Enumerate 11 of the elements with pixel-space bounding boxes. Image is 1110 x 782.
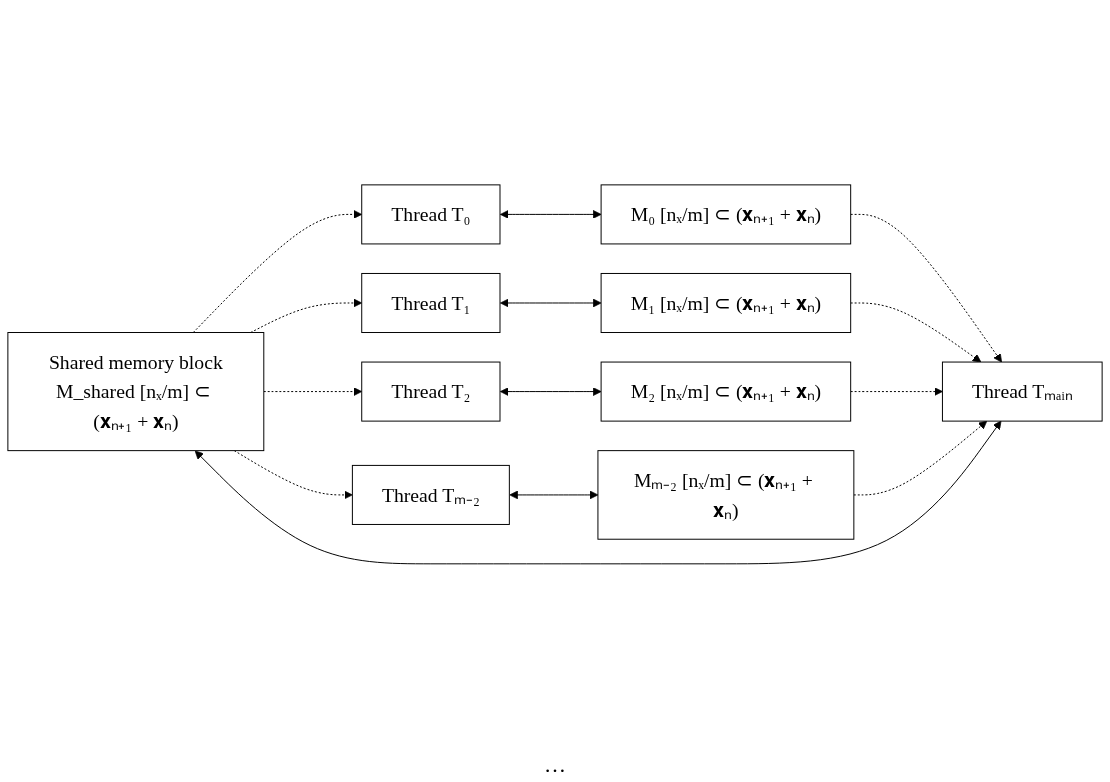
node-box: Mₘ₋₂ [nₓ/m] ⊂ (𝐱ₙ₊₁ + 𝐱ₙ): [597, 449, 855, 540]
node-box: Thread T₁: [361, 272, 501, 333]
ellipsis-note: …: [544, 752, 566, 778]
node-box: Thread T₀: [361, 184, 501, 245]
node-box: M₁ [nₓ/m] ⊂ (𝐱ₙ₊₁ + 𝐱ₙ): [600, 272, 852, 333]
node-box: Thread Tₘₐᵢₙ: [941, 361, 1103, 422]
node-box: Thread Tₘ₋₂: [351, 464, 510, 525]
node-box: M₀ [nₓ/m] ⊂ (𝐱ₙ₊₁ + 𝐱ₙ): [600, 184, 852, 245]
node-box: M₂ [nₓ/m] ⊂ (𝐱ₙ₊₁ + 𝐱ₙ): [600, 361, 852, 422]
node-box: Thread T₂: [361, 361, 501, 422]
node-box: Shared memory block M_shared [nₓ/m] ⊂ (𝐱ₙ₊₁ + 𝐱ₙ): [7, 331, 265, 451]
